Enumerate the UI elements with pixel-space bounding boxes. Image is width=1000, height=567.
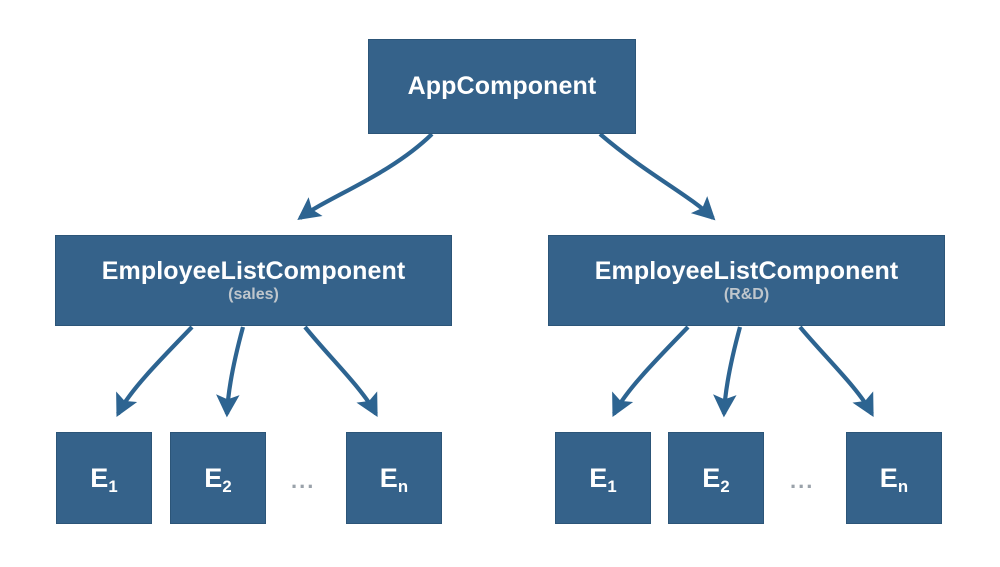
leaf-subscript: n (397, 476, 409, 496)
edge-sales-to-leaf-n (303, 325, 378, 417)
ellipsis-sales: ... (291, 468, 316, 493)
node-employee-list-sales-label: EmployeeListComponent (101, 256, 406, 285)
node-employee-sales-n[interactable]: En (346, 432, 442, 524)
node-employee-list-sales[interactable]: EmployeeListComponent (sales) (55, 235, 452, 326)
node-employee-sales-2-label: E2 (204, 462, 232, 495)
node-employee-list-sales-sublabel: (sales) (228, 285, 279, 303)
node-employee-sales-1-label: E1 (90, 462, 118, 495)
leaf-base: E (879, 462, 898, 493)
edge-root-to-branch-sales (297, 132, 434, 220)
ellipsis-rnd: ... (790, 468, 815, 493)
edge-rnd-to-leaf-n (798, 325, 874, 417)
edge-sales-to-leaf-1 (116, 325, 194, 418)
edge-rnd-to-leaf-1 (612, 325, 690, 418)
leaf-subscript: 2 (720, 476, 730, 496)
node-employee-rnd-1[interactable]: E1 (555, 432, 651, 524)
node-employee-rnd-n[interactable]: En (846, 432, 942, 524)
leaf-subscript: 1 (607, 476, 617, 496)
node-employee-sales-n-label: En (379, 462, 408, 495)
node-employee-rnd-2[interactable]: E2 (668, 432, 764, 524)
leaf-subscript: n (897, 476, 909, 496)
edge-root-to-branch-rnd (598, 132, 716, 221)
node-employee-rnd-1-label: E1 (589, 462, 617, 495)
node-employee-list-rnd-label: EmployeeListComponent (594, 256, 899, 285)
edge-rnd-to-leaf-2 (713, 326, 743, 418)
node-employee-sales-2[interactable]: E2 (170, 432, 266, 524)
leaf-base: E (702, 462, 721, 493)
leaf-base: E (90, 462, 109, 493)
leaf-base: E (204, 462, 223, 493)
node-employee-list-rnd[interactable]: EmployeeListComponent (R&D) (548, 235, 945, 326)
node-employee-sales-1[interactable]: E1 (56, 432, 152, 524)
node-employee-rnd-n-label: En (879, 462, 908, 495)
leaf-base: E (589, 462, 608, 493)
node-employee-rnd-2-label: E2 (702, 462, 730, 495)
leaf-base: E (379, 462, 398, 493)
node-app-component-label: AppComponent (407, 72, 597, 101)
node-app-component[interactable]: AppComponent (368, 39, 636, 134)
edge-sales-to-leaf-2 (216, 326, 246, 418)
node-employee-list-rnd-sublabel: (R&D) (723, 285, 770, 303)
leaf-subscript: 1 (108, 476, 118, 496)
leaf-subscript: 2 (222, 476, 232, 496)
